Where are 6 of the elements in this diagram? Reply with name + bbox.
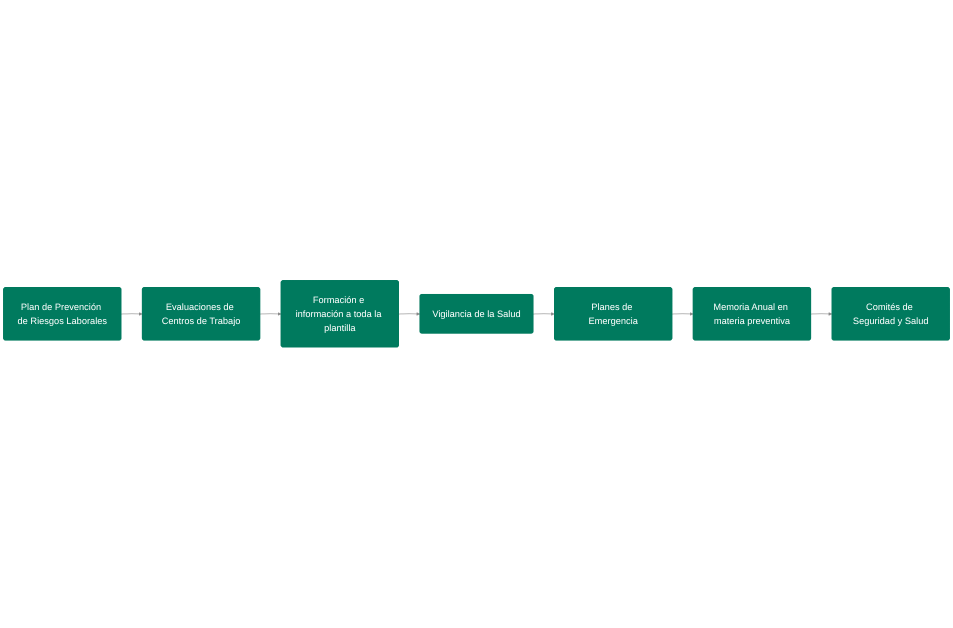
arrow (672, 312, 694, 316)
arrow (810, 312, 832, 316)
arrow (533, 312, 555, 316)
arrow (260, 312, 282, 316)
arrow (398, 312, 420, 316)
arrow (121, 312, 143, 316)
